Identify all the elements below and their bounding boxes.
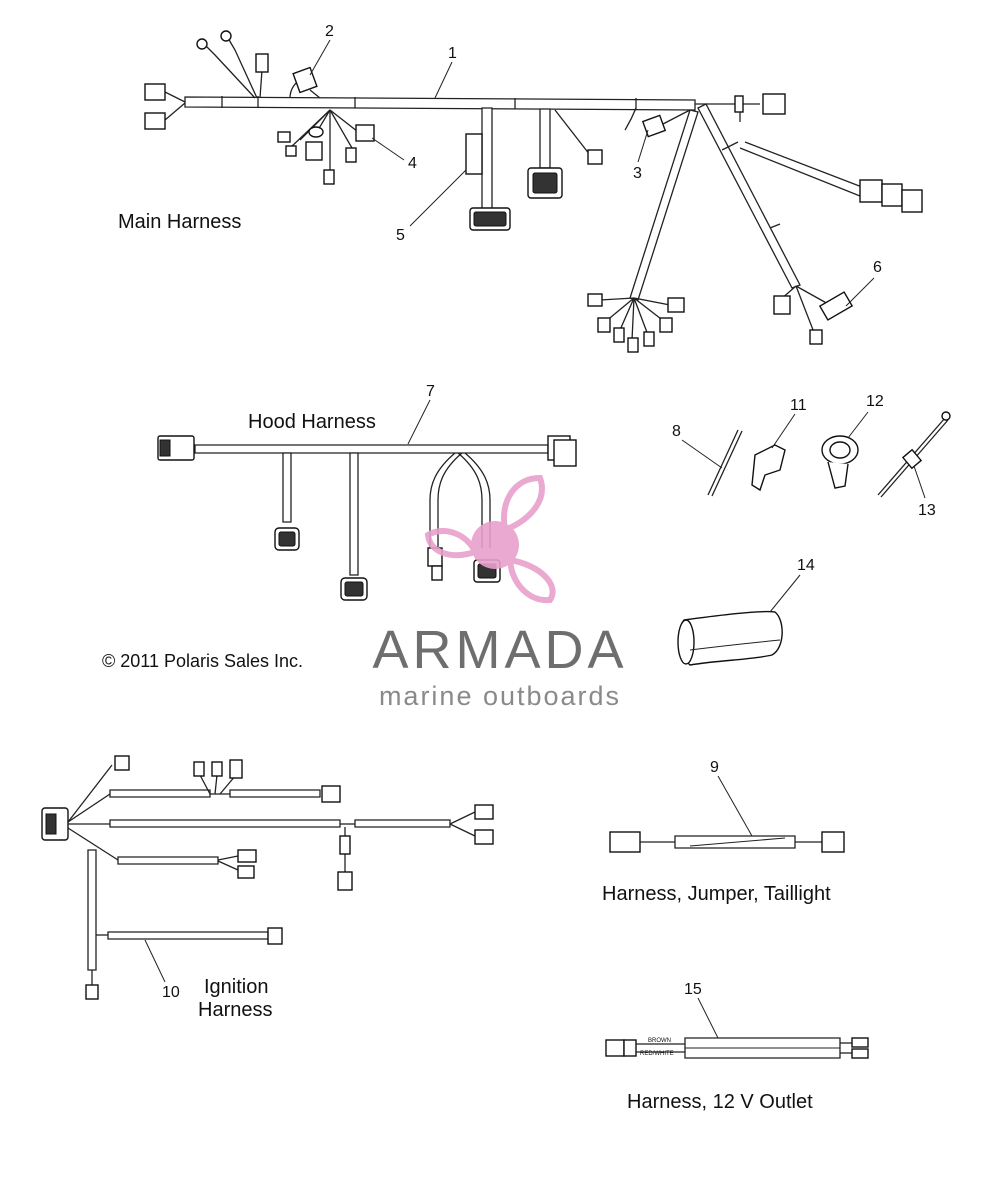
callout-4: 4 [408, 155, 417, 172]
ignition-label-line1: Ignition [204, 976, 269, 998]
main-harness [144, 30, 923, 353]
callout-1: 1 [448, 45, 457, 62]
callout-10: 10 [162, 984, 180, 1001]
outlet-12v-label: Harness, 12 V Outlet [627, 1091, 813, 1113]
callout-12: 12 [866, 393, 884, 410]
callout-11: 11 [790, 397, 807, 414]
wire-label-red-white: RED/WHITE [640, 1051, 674, 1057]
jumper-taillight-label: Harness, Jumper, Taillight [602, 883, 831, 905]
callouts-main: 1 2 3 4 5 6 Main Harness [118, 23, 882, 307]
small-parts: 8 11 12 13 14 [672, 393, 951, 666]
copyright-text: © 2011 Polaris Sales Inc. [102, 651, 303, 671]
propeller-logo [424, 474, 556, 604]
watermark-brand: ARMADA [372, 620, 627, 680]
callout-9: 9 [710, 759, 719, 776]
callout-3: 3 [633, 165, 642, 182]
jumper-taillight-harness: 9 Harness, Jumper, Taillight [602, 759, 845, 905]
main-harness-label: Main Harness [118, 211, 241, 233]
callout-13: 13 [918, 502, 936, 519]
callout-2: 2 [325, 23, 334, 40]
ignition-label-line2: Harness [198, 999, 272, 1021]
hood-harness-label: Hood Harness [248, 411, 376, 433]
callout-7: 7 [426, 383, 435, 400]
callout-15: 15 [684, 981, 702, 998]
callout-14: 14 [797, 557, 815, 574]
armada-watermark: ARMADA marine outboards [372, 474, 627, 711]
ignition-harness: 10 Ignition Harness [41, 755, 494, 1021]
callout-8: 8 [672, 423, 681, 440]
callout-6: 6 [873, 259, 882, 276]
outlet-12v-harness: BROWN RED/WHITE 15 Harness, 12 V Outlet [605, 981, 869, 1113]
watermark-tagline: marine outboards [379, 681, 621, 711]
wire-label-brown: BROWN [648, 1038, 671, 1044]
callout-5: 5 [396, 227, 405, 244]
hood-harness: 7 Hood Harness [157, 383, 577, 601]
